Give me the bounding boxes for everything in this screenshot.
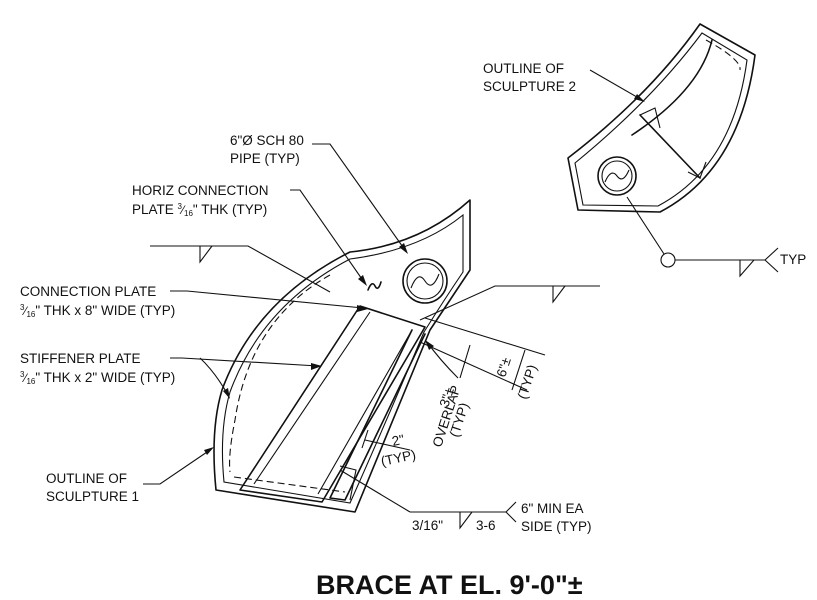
dim-2-typ-label: (TYP): [380, 447, 418, 469]
dim-6-label: 6"±: [494, 356, 514, 379]
bottom-weld-tail: [505, 501, 517, 523]
dim-6-extension-1: [424, 317, 546, 356]
connection-plate: [239, 305, 426, 503]
pipe-section-icon: [402, 258, 448, 304]
stiffener-plate-label-line2: 3⁄16" THK x 2" WIDE (TYP): [20, 370, 175, 386]
dim-3-line: [459, 344, 471, 379]
outline-1-leader-upper-arrow: [223, 388, 230, 399]
right-reference-line: [419, 285, 600, 321]
weld-pitch-label: 3-6: [476, 518, 496, 533]
horiz-connection-label-line1: HORIZ CONNECTION: [132, 183, 269, 198]
connection-plate-leader-arrow: [357, 305, 368, 312]
weld-note-line1: 6" MIN EA: [521, 501, 584, 516]
fraction-num: 3: [20, 303, 25, 312]
fraction-num: 3: [178, 202, 183, 211]
weld-size-label: 3/16": [412, 518, 443, 533]
fraction-slash: ⁄: [179, 203, 186, 217]
horiz-connection-leader-arrow: [358, 275, 367, 286]
sculpture-2-stiffener-tab-1: [639, 107, 661, 129]
connection-plate-label-line2: 3⁄16" THK x 8" WIDE (TYP): [20, 303, 175, 319]
weld-note-line2: SIDE (TYP): [521, 519, 592, 534]
outline-of-sculpture-1-label-line2: SCULPTURE 1: [46, 489, 139, 504]
pipe-section-icon: [597, 156, 637, 196]
fraction-den: 16: [26, 377, 35, 386]
horiz-connection-leader: [290, 189, 365, 283]
horiz-prefix: PLATE: [132, 202, 178, 217]
sculpture-1-detail: [143, 143, 600, 530]
pipe-label-line2: PIPE (TYP): [230, 151, 300, 166]
outline-1-leader: [143, 449, 211, 485]
stiffener-plate-label-line1: STIFFENER PLATE: [20, 351, 141, 366]
dim-6-extension-2: [419, 341, 528, 391]
pipe-leader: [312, 143, 406, 251]
pipe-leader-arrow: [399, 243, 408, 254]
annotations: 6"Ø SCH 80 PIPE (TYP) HORIZ CONNECTION P…: [20, 133, 592, 600]
stiffener-plate: [329, 329, 426, 501]
fillet-weld-symbol: [739, 259, 755, 278]
fraction-den: 16: [26, 310, 35, 319]
weld-leader: [626, 196, 665, 255]
outline-1-leader-arrow: [204, 447, 214, 455]
sculpture-2-leader-arrow: [634, 94, 645, 102]
right-weld-tick: [552, 285, 566, 304]
sculpture-2-inner-outline: [574, 32, 748, 207]
fraction-slash: ⁄: [21, 371, 28, 385]
upper-left-weld-tick: [199, 245, 213, 264]
upper-left-reference-line: [150, 245, 331, 293]
sculpture-2-stiffener: [639, 114, 701, 179]
dim-2-label: 2": [391, 432, 406, 449]
horiz-suffix: " THK (TYP): [193, 202, 267, 217]
connection-plate-inner: [253, 311, 413, 495]
sculpture-2-detail: OUTLINE OF SCULPTURE 2 TYP: [483, 23, 806, 278]
pipe-label-line1: 6"Ø SCH 80: [230, 133, 304, 148]
sculpture-1-outline: [213, 199, 471, 513]
horiz-connection-label-line2: PLATE 3⁄16" THK (TYP): [132, 202, 267, 218]
bottom-weld-leader: [339, 469, 411, 513]
drawing-title: BRACE AT EL. 9'-0"±: [316, 570, 583, 600]
outline-of-sculpture-2-label-line2: SCULPTURE 2: [483, 79, 576, 94]
stiffener-tab: [339, 465, 357, 501]
weld-all-around-icon: [660, 252, 676, 268]
sculpture-2-inner-arc: [631, 39, 713, 136]
outline-1-leader-upper: [199, 357, 229, 396]
connection-plate-leader: [170, 290, 364, 309]
break-line-icon: [367, 281, 382, 291]
weld-tail: [764, 247, 779, 273]
fraction-num: 3: [20, 370, 25, 379]
outline-of-sculpture-1-label-line1: OUTLINE OF: [46, 471, 127, 486]
fraction-slash: ⁄: [21, 304, 28, 318]
connection-plate-label-line1: CONNECTION PLATE: [20, 284, 156, 299]
weld-typ-label: TYP: [780, 252, 806, 267]
sculpture-1-inner-outline: [221, 213, 464, 504]
stiffener-plate-leader: [170, 357, 319, 367]
sculpture-1-dashed-bottom: [233, 476, 346, 493]
stiff-suffix: " THK x 2" WIDE (TYP): [35, 370, 175, 385]
dim-2-line: [364, 439, 411, 451]
sculpture-2-outline: [567, 23, 756, 213]
stiffener-plate-leader-arrow: [311, 363, 322, 370]
fraction-den: 16: [184, 209, 193, 218]
sculpture-2-stiffener-tab-2: [687, 161, 707, 179]
conn-suffix: " THK x 8" WIDE (TYP): [35, 303, 175, 318]
sculpture-1-dashed-edge: [229, 274, 331, 473]
dim-6-typ-label: (TYP): [515, 363, 540, 401]
dim-3-arrowhead: [425, 340, 434, 350]
outline-of-sculpture-2-label-line1: OUTLINE OF: [483, 61, 564, 76]
dim-3-label: 3"±: [437, 386, 457, 409]
sculpture-2-leader: [589, 69, 643, 101]
bottom-fillet-symbol: [459, 511, 473, 530]
dim-2-ext: [361, 429, 369, 449]
dim-6-line: [511, 349, 526, 391]
